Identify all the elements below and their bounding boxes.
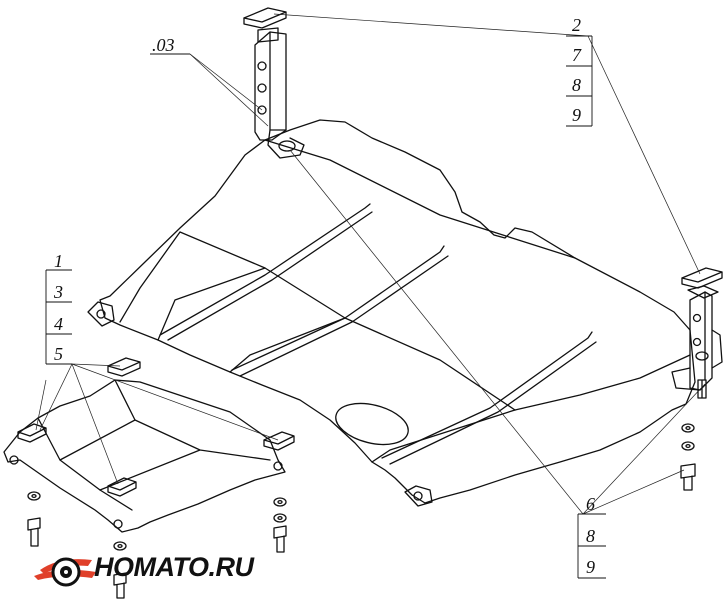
bracket-hole (257, 61, 267, 71)
shield-bend-line (514, 354, 691, 411)
shield-bend-line (179, 231, 516, 411)
callout-1: 1 (54, 251, 63, 271)
bolt (680, 463, 696, 491)
washer (31, 493, 37, 499)
clip-nut (263, 431, 295, 451)
stiffener-rib (381, 331, 593, 459)
washer (27, 491, 41, 501)
mounting-lug-hole (96, 309, 106, 319)
stiffener-rib (167, 211, 373, 341)
screw (697, 379, 707, 399)
mounting-lug (404, 485, 433, 507)
bracket-hole (257, 83, 267, 93)
main-shield-outline (99, 119, 696, 504)
shield-bend-line (119, 231, 181, 323)
drain-hole (335, 402, 409, 446)
gearbox-shield (3, 357, 295, 599)
washer (277, 499, 283, 505)
callout-frames (45, 35, 606, 579)
bracket-hole (257, 105, 267, 115)
bracket-hole (692, 337, 702, 347)
callout-9: 9 (572, 105, 581, 125)
right-mounting-bracket (671, 267, 723, 491)
clip-nut (17, 423, 47, 443)
lug-hole (273, 461, 283, 471)
washer (273, 513, 287, 523)
bolt-head (278, 140, 296, 152)
shield-bend-line (157, 267, 266, 341)
clip-nut (107, 357, 141, 377)
washer (113, 541, 127, 551)
brand-name[interactable]: HOMATO.RU (94, 552, 254, 582)
washer (681, 423, 695, 433)
stiffener-rib (389, 341, 597, 465)
left-mounting-bracket (243, 7, 305, 159)
callout-7: 7 (572, 45, 581, 65)
bolt (27, 517, 41, 547)
callout-9-bottom: 9 (586, 557, 595, 577)
bracket-hole (692, 313, 702, 323)
callout-6: 6 (586, 494, 595, 514)
washer (685, 425, 691, 431)
gearbox-shield-outline (3, 379, 286, 533)
washer (681, 441, 695, 451)
washer (277, 515, 283, 521)
stiffener-rib (231, 245, 445, 371)
clip-nut (107, 477, 137, 497)
bolt (273, 525, 287, 553)
stiffener-rib (239, 255, 449, 377)
shield-bend-line (264, 139, 576, 259)
washer (117, 543, 123, 549)
callout-5: 5 (54, 344, 63, 364)
callout-4: 4 (54, 314, 63, 334)
callout-2: 2 (572, 15, 581, 35)
lug-hole (9, 455, 19, 465)
leader-lines (35, 13, 706, 515)
washer (685, 443, 691, 449)
reference-label: .03 (152, 35, 175, 55)
mounting-lug (87, 301, 115, 327)
stiffener-rib (159, 203, 371, 336)
bolt (113, 572, 127, 599)
callout-8-bottom: 8 (586, 526, 595, 546)
lug-hole (113, 519, 123, 529)
homato-car-emblem (34, 557, 96, 587)
washer (273, 497, 287, 507)
main-engine-shield (87, 119, 696, 507)
shield-bend-line (371, 409, 516, 463)
callout-8: 8 (572, 75, 581, 95)
callout-3: 3 (54, 282, 63, 302)
mounting-lug-hole (413, 491, 423, 501)
bolt-head (695, 351, 709, 361)
shield-bend-line (229, 317, 346, 373)
